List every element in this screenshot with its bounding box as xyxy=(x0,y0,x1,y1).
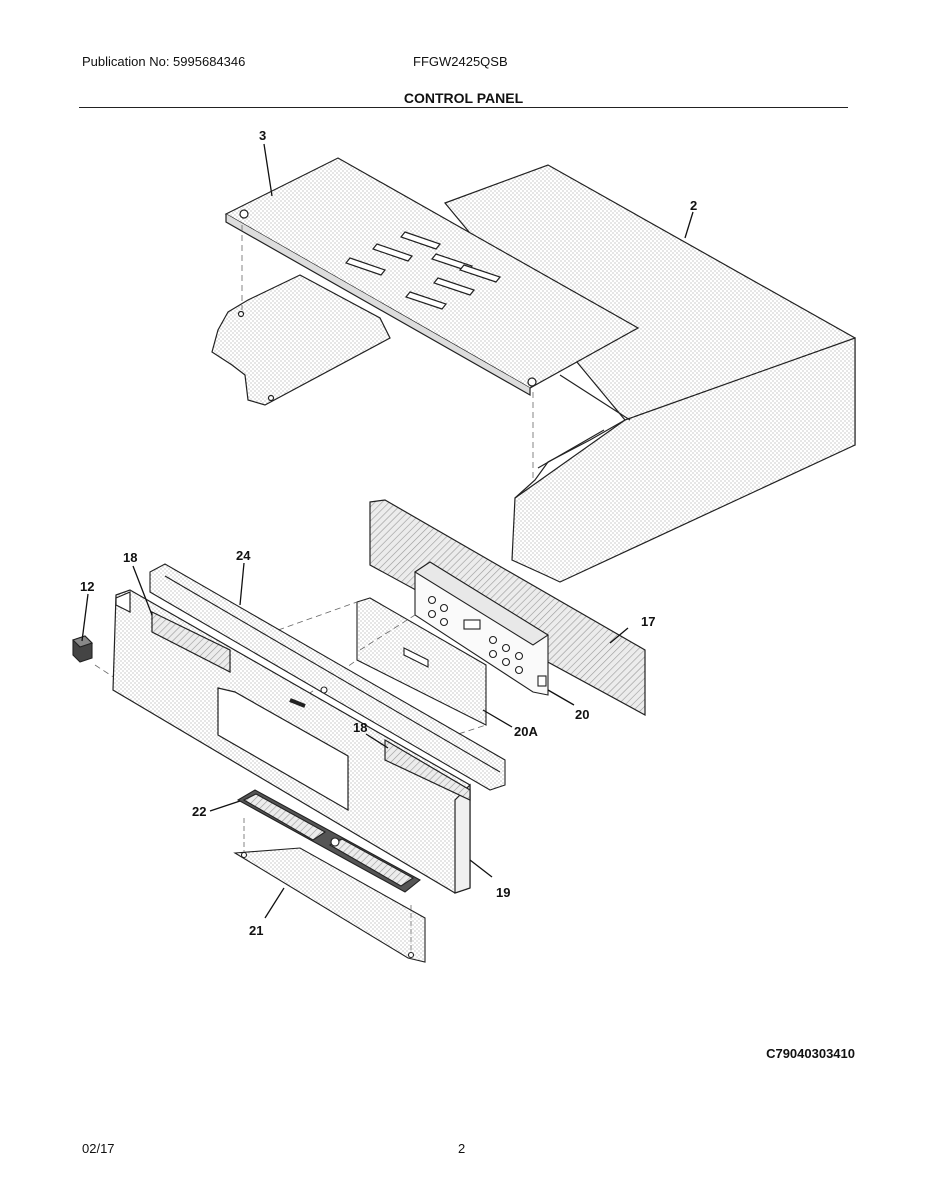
part-19-control-panel xyxy=(112,589,471,894)
callout-22: 22 xyxy=(192,804,206,819)
callout-21: 21 xyxy=(249,923,263,938)
diagram-code: C79040303410 xyxy=(766,1046,855,1061)
callout-12: 12 xyxy=(80,579,94,594)
part-17-insulation xyxy=(369,499,646,717)
part-20a-overlay xyxy=(356,597,487,726)
leader-lines xyxy=(81,143,694,919)
callout-3: 3 xyxy=(259,128,266,143)
callout-24: 24 xyxy=(236,548,251,563)
alignment-lines-upper xyxy=(241,225,534,478)
part-3-top-cover xyxy=(224,157,640,397)
part-24-channel xyxy=(149,563,506,791)
revision-date: 02/17 xyxy=(82,1141,115,1156)
callout-18-lower: 18 xyxy=(353,720,367,735)
part-22-connector xyxy=(236,789,421,893)
callout-20a: 20A xyxy=(514,724,538,739)
part-12-switch xyxy=(71,635,94,663)
model-number: FFGW2425QSB xyxy=(413,54,508,69)
callout-20: 20 xyxy=(575,707,589,722)
section-title: CONTROL PANEL xyxy=(403,90,524,106)
page-number: 2 xyxy=(458,1141,466,1156)
publication-number: Publication No: 5995684346 xyxy=(82,54,246,69)
callout-17: 17 xyxy=(641,614,655,629)
header-rule xyxy=(79,107,848,108)
callout-19: 19 xyxy=(496,885,510,900)
callout-2: 2 xyxy=(690,198,697,213)
part-21-shield-plate xyxy=(233,818,426,963)
part-2-backguard xyxy=(443,164,856,583)
callout-18-upper: 18 xyxy=(123,550,137,565)
rear-bracket-left xyxy=(211,274,391,406)
